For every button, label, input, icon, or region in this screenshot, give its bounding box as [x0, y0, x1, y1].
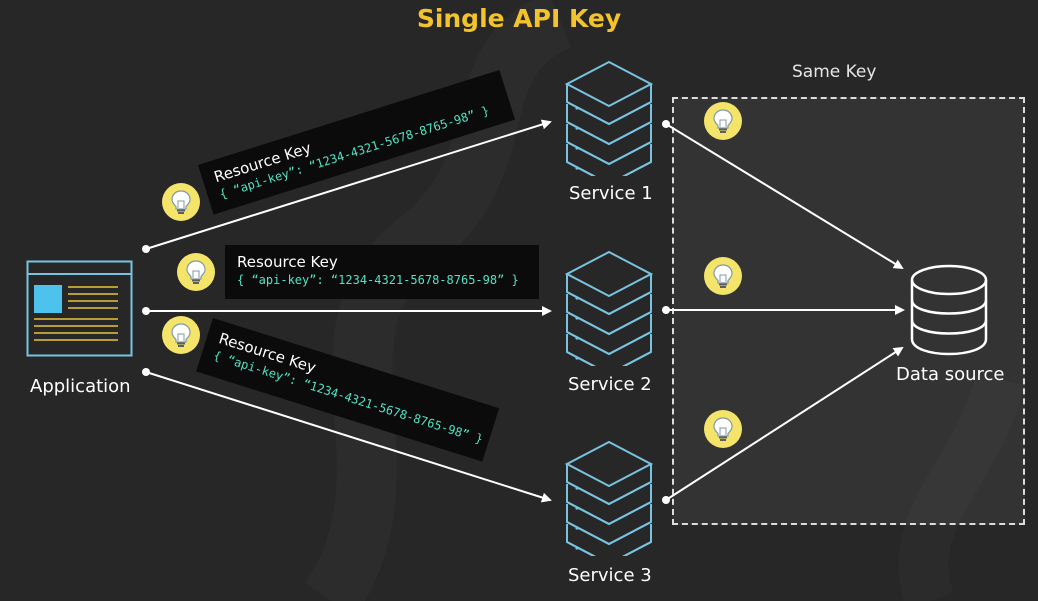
same-key-label: Same Key	[792, 62, 877, 82]
service1-server-icon	[565, 60, 653, 176]
service2-label: Service 2	[568, 374, 652, 395]
lightbulb-icon	[162, 316, 200, 354]
lightbulb-icon	[177, 253, 215, 291]
application-window-icon	[26, 260, 133, 357]
lightbulb-icon	[704, 257, 742, 295]
arrow-service1-to-datasource	[662, 120, 904, 270]
lightbulb-icon	[704, 410, 742, 448]
arrow-app-to-service2	[142, 306, 552, 316]
diagram-title: Single API Key	[416, 4, 622, 33]
arrow-app-to-service3	[142, 368, 552, 503]
service1-label: Service 1	[569, 183, 653, 204]
datasource-label: Data source	[896, 364, 1005, 385]
arrow-service3-to-datasource	[662, 346, 904, 504]
lightbulb-icon	[704, 102, 742, 140]
api-key-code: { “api-key”: “1234-4321-5678-8765-98” }	[237, 273, 519, 287]
application-label: Application	[30, 376, 131, 397]
lightbulb-icon	[162, 183, 200, 221]
service3-server-icon	[565, 440, 653, 556]
arrow-app-to-service1	[142, 119, 552, 253]
arrow-service2-to-datasource	[662, 305, 905, 315]
service2-server-icon	[565, 250, 653, 366]
database-icon	[910, 264, 988, 356]
resource-key-heading: Resource Key	[237, 253, 338, 271]
resource-key-box-2: Resource Key { “api-key”: “1234-4321-567…	[225, 245, 539, 299]
service3-label: Service 3	[568, 565, 652, 586]
